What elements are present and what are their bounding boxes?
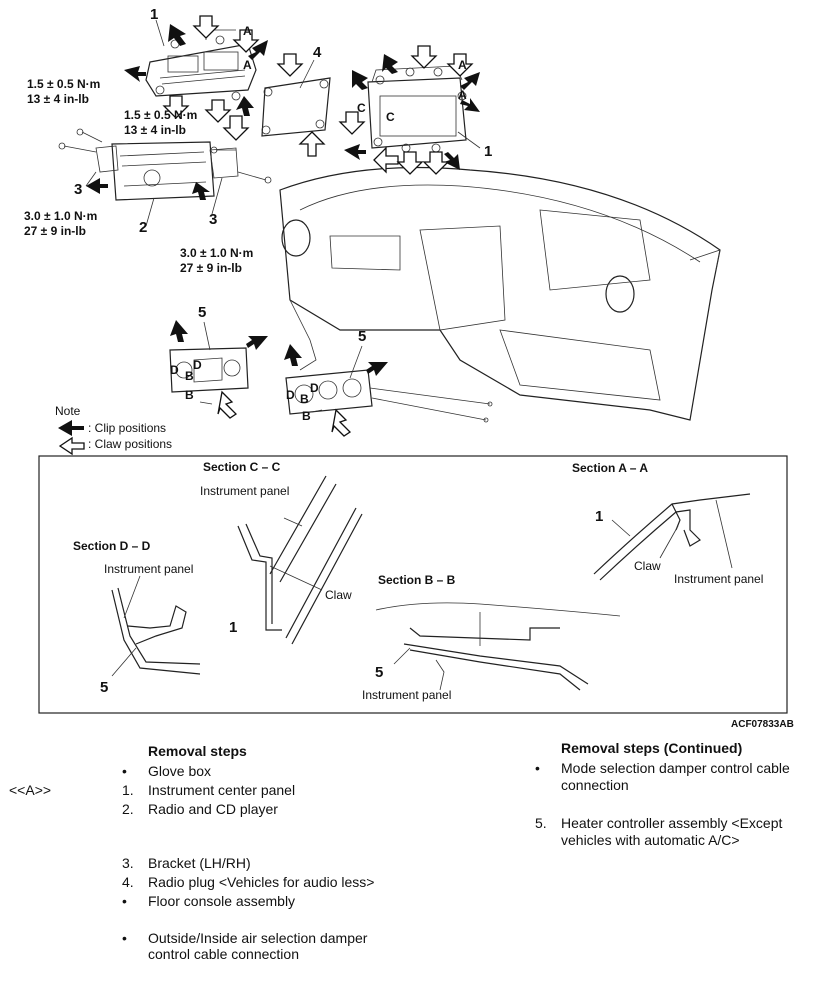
claw-arrows [58, 15, 474, 456]
step-marker: • [535, 760, 540, 776]
section-dd-title: Section D – D [73, 539, 151, 553]
section-cc-claw-label: Claw [325, 588, 352, 602]
part-number-4: 4 [313, 44, 322, 61]
torque-spec-3: 3.0 ± 1.0 N·m [24, 209, 98, 223]
removal-steps-continued-title: Removal steps (Continued) [561, 740, 743, 756]
section-bb-panel-label: Instrument panel [362, 688, 452, 702]
section-marker-b: B [302, 409, 311, 423]
reference-marker: <<A>> [9, 782, 52, 798]
torque-spec-2: 1.5 ± 0.5 N·m [124, 108, 198, 122]
note-claw-legend: : Claw positions [88, 437, 173, 451]
torque-spec-4-inlb: 27 ± 9 in-lb [180, 261, 242, 275]
section-marker-a: A [243, 24, 252, 38]
torque-spec-1: 1.5 ± 0.5 N·m [27, 77, 101, 91]
center-panel-right [367, 65, 467, 153]
section-marker-a: A [243, 58, 252, 72]
section-dd-drawing [111, 575, 201, 677]
section-marker-c: C [357, 101, 366, 115]
step-marker: • [122, 930, 127, 946]
step-text: Floor console assembly [148, 893, 296, 909]
part-number-5: 5 [358, 328, 367, 345]
section-box [38, 455, 788, 714]
part-number-5: 5 [198, 304, 207, 321]
figure-code: ACF07833AB [731, 719, 794, 730]
step-text: Mode selection damper control cable [561, 760, 790, 776]
part-number-3: 3 [74, 181, 83, 198]
section-cc-title: Section C – C [203, 460, 281, 474]
section-bb-title: Section B – B [378, 573, 456, 587]
section-marker-b: B [300, 392, 309, 406]
section-cc-drawing [237, 475, 363, 645]
part-number-3: 3 [209, 211, 218, 228]
leader-lines [85, 19, 481, 413]
heater-controller-right [285, 369, 493, 423]
section-aa-title: Section A – A [572, 461, 649, 475]
section-dd-part-number: 5 [100, 679, 109, 696]
step-text: Instrument center panel [148, 782, 296, 798]
radio-plug-part [261, 77, 331, 137]
section-marker-b: B [185, 369, 194, 383]
section-marker-d: D [193, 358, 202, 372]
note-title: Note [55, 404, 81, 418]
section-aa-claw-label: Claw [634, 559, 661, 573]
step-text: Radio plug <Vehicles for audio less> [148, 874, 375, 890]
step-text: vehicles with automatic A/C> [561, 832, 740, 848]
section-aa-part-number: 1 [595, 508, 604, 525]
step-marker: 4. [122, 874, 134, 890]
step-text: Bracket (LH/RH) [148, 855, 251, 871]
note-clip-legend: : Clip positions [88, 421, 167, 435]
torque-spec-3-inlb: 27 ± 9 in-lb [24, 224, 86, 238]
section-dd-panel-label: Instrument panel [104, 562, 194, 576]
section-marker-d: D [286, 388, 295, 402]
section-cc-panel-label: Instrument panel [200, 484, 290, 498]
step-text: Outside/Inside air selection damper [148, 930, 368, 946]
section-aa-drawing [593, 493, 751, 581]
step-text: Glove box [148, 763, 212, 779]
torque-spec-2-inlb: 13 ± 4 in-lb [124, 123, 186, 137]
section-marker-d: D [310, 381, 319, 395]
section-aa-panel-label: Instrument panel [674, 572, 764, 586]
section-bb-drawing [375, 602, 621, 691]
step-marker: • [122, 763, 127, 779]
torque-spec-1-inlb: 13 ± 4 in-lb [27, 92, 89, 106]
step-marker: 3. [122, 855, 134, 871]
part-number-1: 1 [484, 143, 493, 160]
torque-spec-4: 3.0 ± 1.0 N·m [180, 246, 254, 260]
section-marker-c: C [386, 110, 395, 124]
step-text: Heater controller assembly <Except [561, 815, 783, 831]
section-marker-a: A [458, 58, 467, 72]
section-marker-d: D [170, 363, 179, 377]
removal-steps-title: Removal steps [148, 743, 247, 759]
section-marker-b: B [185, 388, 194, 402]
section-bb-part-number: 5 [375, 664, 384, 681]
radio-unit [58, 128, 272, 201]
heater-controller-left [169, 347, 249, 393]
step-text: Radio and CD player [148, 801, 278, 817]
step-text: connection [561, 777, 629, 793]
clip-arrows [58, 24, 480, 436]
step-marker: 5. [535, 815, 547, 831]
section-cc-part-number: 1 [229, 619, 238, 636]
section-marker-a: A [458, 88, 467, 102]
step-marker: • [122, 893, 127, 909]
part-number-2: 2 [139, 219, 148, 236]
part-number-1: 1 [150, 6, 159, 23]
step-marker: 2. [122, 801, 134, 817]
step-marker: 1. [122, 782, 134, 798]
step-text: control cable connection [148, 946, 299, 962]
instrument-panel-body [279, 166, 721, 421]
